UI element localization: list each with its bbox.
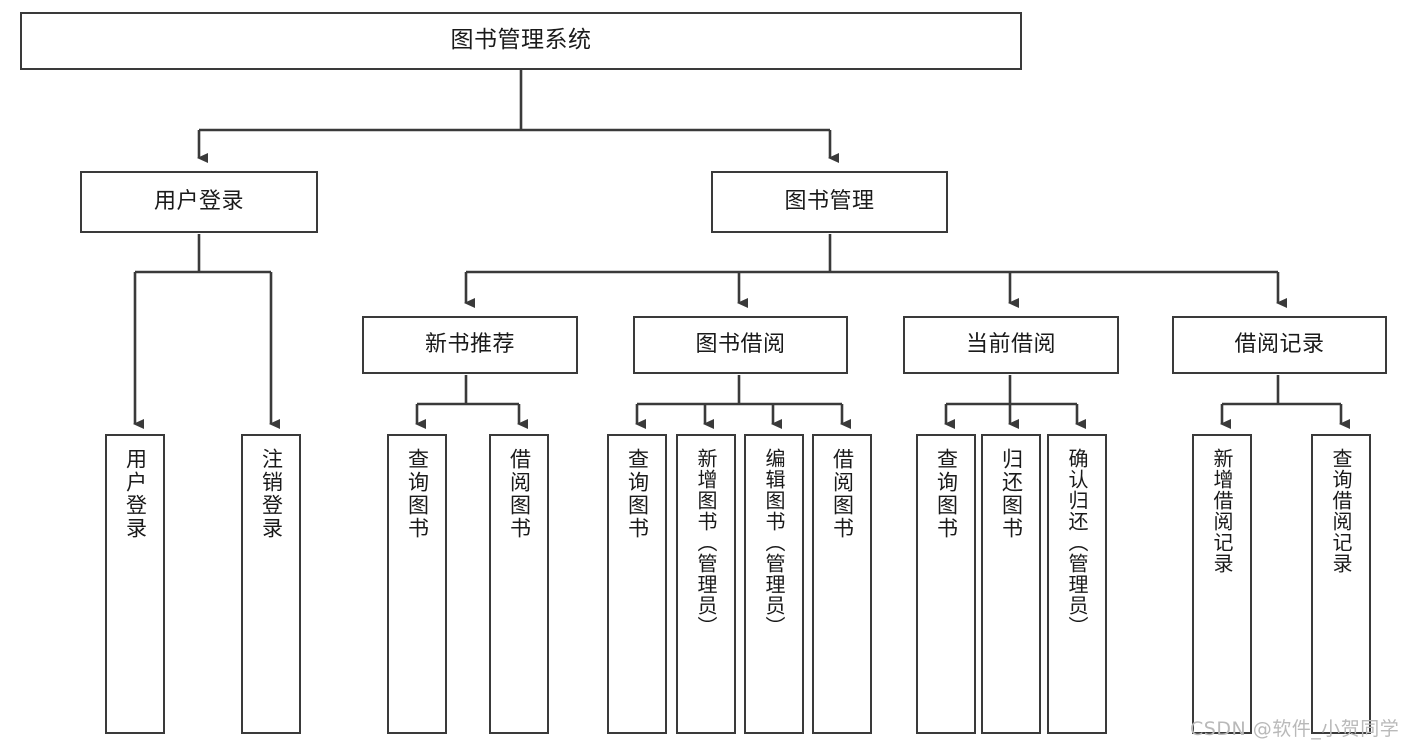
node-label: 用户登录	[123, 448, 148, 540]
node-label: 借阅图书	[830, 448, 855, 540]
node-label: 查询图书	[934, 448, 959, 540]
node-label: 图书管理系统	[450, 27, 592, 54]
node-label: 编辑图书（管理员）	[762, 448, 786, 637]
node-label: 归还图书	[999, 448, 1024, 540]
node-label: 查询借阅记录	[1329, 448, 1353, 574]
leaf-logout[interactable]: 注销登录	[241, 434, 301, 734]
node-label: 当前借阅	[965, 331, 1056, 357]
leaf-edit-book-admin[interactable]: 编辑图书（管理员）	[744, 434, 804, 734]
node-new-book-recommend[interactable]: 新书推荐	[362, 316, 578, 374]
node-label: 查询图书	[625, 448, 650, 540]
node-label: 借阅记录	[1234, 331, 1325, 357]
node-book-borrow[interactable]: 图书借阅	[633, 316, 848, 374]
node-current-borrow[interactable]: 当前借阅	[903, 316, 1119, 374]
leaf-add-book-admin[interactable]: 新增图书（管理员）	[676, 434, 736, 734]
leaf-borrow-book-recommend[interactable]: 借阅图书	[489, 434, 549, 734]
leaf-borrow-book[interactable]: 借阅图书	[812, 434, 872, 734]
node-label: 注销登录	[259, 448, 284, 540]
leaf-add-borrow-record[interactable]: 新增借阅记录	[1192, 434, 1252, 734]
node-label: 借阅图书	[507, 448, 532, 540]
node-label: 图书管理	[784, 188, 875, 214]
leaf-query-book-borrow[interactable]: 查询图书	[607, 434, 667, 734]
csdn-watermark: CSDN @软件_小贺同学	[1190, 718, 1400, 740]
leaf-query-book-current[interactable]: 查询图书	[916, 434, 976, 734]
leaf-return-book[interactable]: 归还图书	[981, 434, 1041, 734]
node-label: 新书推荐	[424, 331, 515, 357]
node-label: 新增借阅记录	[1210, 448, 1234, 574]
node-label: 图书借阅	[695, 331, 786, 357]
leaf-query-borrow-record[interactable]: 查询借阅记录	[1311, 434, 1371, 734]
node-label: 新增图书（管理员）	[694, 448, 718, 637]
node-root-system[interactable]: 图书管理系统	[20, 12, 1022, 70]
node-borrow-record[interactable]: 借阅记录	[1172, 316, 1387, 374]
node-label: 确认归还（管理员）	[1065, 448, 1089, 637]
node-label: 查询图书	[405, 448, 430, 540]
node-label: 用户登录	[153, 188, 244, 214]
leaf-query-book-recommend[interactable]: 查询图书	[387, 434, 447, 734]
leaf-user-login[interactable]: 用户登录	[105, 434, 165, 734]
leaf-confirm-return-admin[interactable]: 确认归还（管理员）	[1047, 434, 1107, 734]
node-book-management[interactable]: 图书管理	[711, 171, 948, 233]
node-user-login[interactable]: 用户登录	[80, 171, 318, 233]
